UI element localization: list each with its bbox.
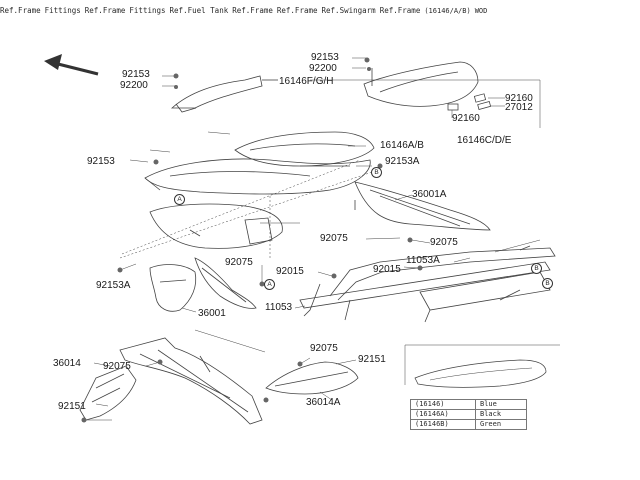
seat-cowl-part — [310, 61, 541, 128]
table-cell-part: (16146A) — [410, 409, 476, 420]
part-label-92075: 92075 — [225, 257, 253, 268]
table-cell-part: (16146B) — [410, 419, 476, 430]
leader-lines — [84, 57, 505, 421]
part-label-92075: 92075 — [430, 237, 458, 248]
part-label-92153a: 92153A — [385, 156, 420, 167]
part-label-92015: 92015 — [276, 266, 304, 277]
part-label-92015: 92015 — [373, 264, 401, 275]
table-cell-color: Black — [475, 409, 527, 420]
inset-title: (16146/A/B) — [424, 7, 471, 15]
callout-b: B — [371, 167, 382, 178]
part-label-11053: 11053 — [265, 302, 293, 313]
ref-frame-label: Ref.Frame — [232, 6, 273, 15]
part-label-92075: 92075 — [320, 233, 348, 244]
part-label-16146ab: 16146A/B — [380, 140, 424, 151]
part-label-16146fgh: 16146F/G/H — [279, 76, 334, 87]
rear-side-panel-a-part — [354, 181, 491, 231]
side-cover-part — [144, 158, 371, 195]
reference-lines — [119, 159, 379, 260]
callout-b: B — [531, 263, 542, 274]
inset-frame — [404, 344, 560, 388]
part-label-92200: 92200 — [120, 80, 148, 91]
part-label-36001: 36001 — [198, 308, 226, 319]
ref-frame-fittings-label: Ref.Frame — [0, 6, 41, 15]
ref-fuel-tank-label: Ref.Fuel Tank — [169, 6, 229, 15]
swingarm-cover-part — [119, 329, 266, 425]
ref-frame-fittings-label: Fittings — [129, 6, 166, 15]
table-row: (16146) Blue — [410, 399, 527, 410]
table-cell-color: Blue — [475, 399, 527, 410]
fuel-tank-panel-part — [149, 203, 300, 249]
part-label-92160: 92160 — [452, 113, 480, 124]
ref-frame-label: Ref.Frame — [379, 6, 421, 15]
ref-swingarm-label: Ref.Swingarm — [321, 6, 376, 15]
seat-cover-small-part — [170, 75, 278, 113]
callout-a: A — [264, 279, 275, 290]
table-row: (16146A) Black — [410, 409, 527, 420]
part-label-92153: 92153 — [122, 69, 150, 80]
part-label-92075: 92075 — [103, 361, 131, 372]
part-label-92153: 92153 — [87, 156, 115, 167]
ref-frame-label: Ref.Frame — [276, 6, 318, 15]
mud-guard-part — [265, 361, 359, 395]
ref-frame-fittings-label: Fittings — [44, 6, 81, 15]
part-label-36001a: 36001A — [412, 189, 447, 200]
part-label-92153a: 92153A — [96, 280, 131, 291]
upper-side-cover-part — [234, 131, 375, 167]
part-label-36014: 36014 — [53, 358, 81, 369]
table-cell-color: Green — [475, 419, 527, 430]
part-label-92160: 92160 — [505, 93, 533, 104]
front-direction-arrow — [44, 54, 99, 76]
part-label-36014a: 36014A — [306, 397, 341, 408]
callout-b: B — [542, 278, 553, 289]
part-label-92151: 92151 — [58, 401, 86, 412]
part-label-92075: 92075 — [310, 343, 338, 354]
part-label-27012: 27012 — [505, 102, 533, 113]
side-panel-part — [194, 257, 257, 309]
fasteners — [81, 57, 423, 423]
chain-guard-part — [79, 365, 137, 421]
part-label-11053a: 11053A — [406, 255, 440, 266]
callout-a: A — [174, 194, 185, 205]
part-label-92153: 92153 — [311, 52, 339, 63]
part-label-92200: 92200 — [309, 63, 337, 74]
frame-bracket-part — [299, 239, 556, 323]
left-lower-cover-part — [149, 264, 197, 312]
table-cell-part: (16146) — [410, 399, 476, 410]
part-label-16146cde: 16146C/D/E — [457, 135, 512, 146]
ref-frame-fittings-label: Ref.Frame — [84, 6, 126, 15]
table-row: (16146B) Green — [410, 419, 527, 430]
color-table: (16146) Blue (16146A) Black (16146B) Gre… — [410, 399, 527, 430]
color-table-header: WOD — [474, 7, 488, 15]
part-label-92151: 92151 — [358, 354, 386, 365]
